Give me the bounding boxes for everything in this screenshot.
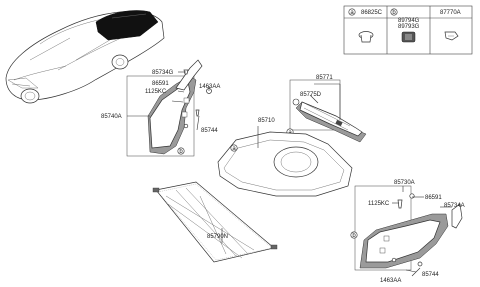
package-tray-trim: a (286, 79, 367, 143)
label-85744-top: 85744 (201, 128, 218, 134)
label-85740A: 85740A (101, 114, 122, 120)
right-trim-group: b (350, 185, 463, 271)
left-trim-group: b (126, 59, 212, 157)
label-1125KC-bot: 1125KC (368, 201, 390, 207)
label-85734A: 85734A (444, 203, 465, 209)
label-86591-bot: 86591 (425, 195, 442, 201)
clip-86825c-icon (358, 31, 374, 43)
callout-b-right: b (352, 233, 356, 239)
label-86591-top: 86591 (152, 81, 169, 87)
label-1125KC-top: 1125KC (145, 89, 167, 95)
legend-a-part: 86825C (361, 10, 383, 16)
clip-87770a-icon (444, 31, 459, 41)
label-85734G: 85734G (152, 70, 174, 76)
car-illustration (5, 10, 165, 104)
fastener-89794g-icon (401, 31, 416, 43)
label-1463AA-top: 1463AA (199, 84, 220, 90)
label-85771: 85771 (316, 75, 333, 81)
callout-b-left: b (179, 149, 183, 155)
callout-a-mat: a (232, 146, 236, 152)
legend-table: a 86825C b 89794G 89793G 87770A (343, 5, 473, 55)
legend-b-letter: b (392, 10, 396, 16)
label-85710: 85710 (258, 118, 275, 124)
trunk-floor-mat (217, 131, 353, 197)
legend-b-part-1: 89794G (398, 18, 420, 24)
label-85730A: 85730A (394, 180, 415, 186)
legend-a-letter: a (350, 10, 354, 16)
legend-c-part: 87770A (440, 10, 461, 16)
cargo-net (152, 181, 278, 263)
legend-b-part-2: 89793G (398, 24, 420, 30)
label-85790N: 85790N (207, 234, 228, 240)
label-85744-bot: 85744 (422, 272, 439, 278)
label-1463AA-bot: 1463AA (380, 278, 401, 284)
label-85775D: 85775D (300, 92, 322, 98)
